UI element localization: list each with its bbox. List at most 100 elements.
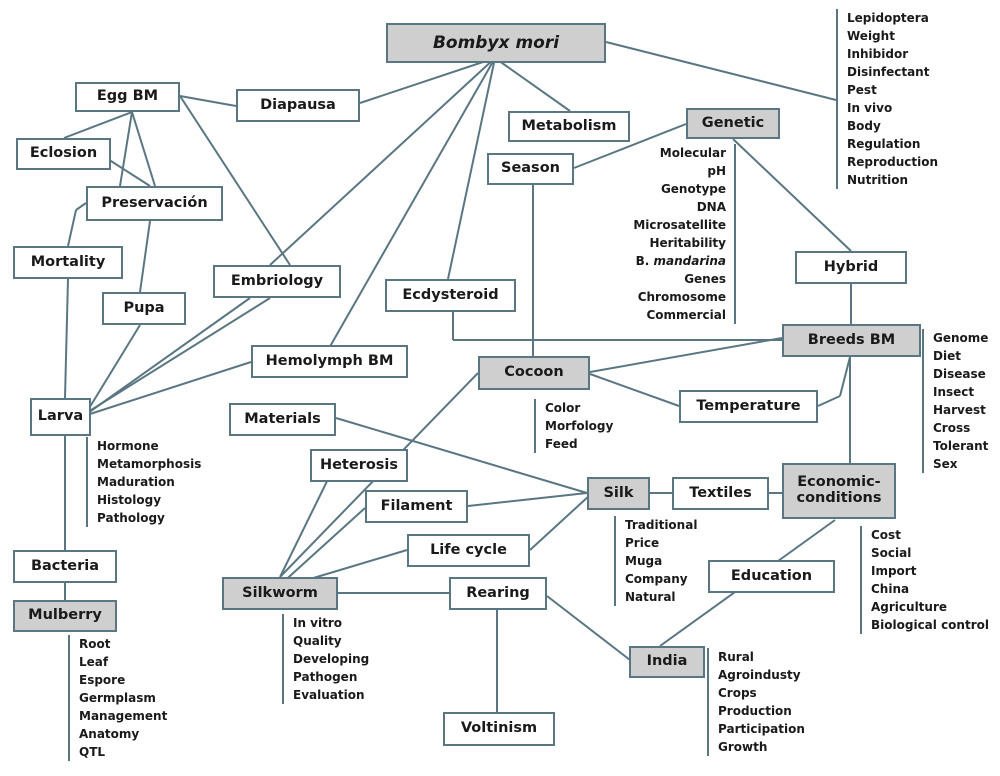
list-term: Molecular bbox=[659, 146, 726, 160]
node-silk: Silk bbox=[587, 477, 650, 510]
list-term: Growth bbox=[718, 740, 768, 754]
connector-line bbox=[839, 356, 851, 397]
list-term: Genes bbox=[684, 272, 726, 286]
list-term: Participation bbox=[718, 722, 805, 736]
node-mulberry: Mulberry bbox=[13, 600, 117, 632]
list-term: Import bbox=[871, 564, 917, 578]
node-india: India bbox=[629, 646, 705, 678]
connector-line bbox=[87, 297, 271, 413]
list-term: Anatomy bbox=[79, 727, 140, 741]
node-economic-line1: Economic- bbox=[797, 474, 881, 491]
connector-line bbox=[87, 297, 251, 414]
list-term: Muga bbox=[625, 554, 663, 568]
node-pupa: Pupa bbox=[102, 292, 186, 325]
connector-line bbox=[279, 464, 336, 578]
list-term: Developing bbox=[293, 652, 370, 666]
list-term: Pest bbox=[847, 83, 877, 97]
list-term: Inhibidor bbox=[847, 47, 909, 61]
connector-line bbox=[179, 95, 237, 107]
list-term: Management bbox=[79, 709, 168, 723]
connector-line bbox=[279, 507, 366, 586]
connector-line bbox=[817, 395, 841, 407]
list-term: Espore bbox=[79, 673, 126, 687]
connector-line bbox=[335, 417, 588, 494]
list-term: Germplasm bbox=[79, 691, 156, 705]
node-voltinism: Voltinism bbox=[443, 712, 555, 746]
list-term: Cross bbox=[933, 421, 971, 435]
list-term: Pathology bbox=[97, 511, 165, 525]
node-eclosion: Eclosion bbox=[16, 138, 111, 170]
list-term: B. mandarina bbox=[635, 254, 726, 268]
list-term: Agroindusty bbox=[718, 668, 801, 682]
node-preservacion: Preservación bbox=[86, 186, 223, 221]
list-term: Body bbox=[847, 119, 881, 133]
connector-line bbox=[605, 41, 837, 101]
connector-line bbox=[467, 492, 588, 507]
list-term: Rural bbox=[718, 650, 754, 664]
list-term: Agriculture bbox=[871, 600, 948, 614]
node-larva: Larva bbox=[30, 398, 91, 436]
list-term: Disease bbox=[933, 367, 986, 381]
list-term: Insect bbox=[933, 385, 975, 399]
connector-line bbox=[87, 324, 141, 411]
list-term: Regulation bbox=[847, 137, 921, 151]
node-ecdysteroid: Ecdysteroid bbox=[385, 279, 516, 312]
connector-line bbox=[494, 57, 571, 112]
list-term: QTL bbox=[79, 745, 106, 759]
connector-line bbox=[179, 95, 291, 266]
list-term: Leaf bbox=[79, 655, 109, 669]
list-term: In vivo bbox=[847, 101, 893, 115]
list-term: Metamorphosis bbox=[97, 457, 202, 471]
list-term: Cost bbox=[871, 528, 901, 542]
node-mortality: Mortality bbox=[13, 246, 123, 279]
node-economic-conditions: Economic- conditions bbox=[782, 463, 896, 519]
node-filament: Filament bbox=[365, 490, 468, 523]
connector-line bbox=[546, 595, 631, 661]
connector-line bbox=[589, 373, 680, 407]
list-term: Microsatellite bbox=[633, 218, 726, 232]
list-term: Production bbox=[718, 704, 792, 718]
connector-line bbox=[131, 111, 156, 187]
node-rearing: Rearing bbox=[449, 577, 547, 610]
node-education: Education bbox=[708, 560, 835, 593]
list-term: Weight bbox=[847, 29, 895, 43]
list-term: Nutrition bbox=[847, 173, 908, 187]
node-metabolism: Metabolism bbox=[508, 111, 630, 142]
node-cocoon: Cocoon bbox=[478, 356, 590, 390]
list-term: Pathogen bbox=[293, 670, 358, 684]
connector-line bbox=[269, 57, 496, 266]
list-term: Tolerant bbox=[933, 439, 989, 453]
list-term: China bbox=[871, 582, 910, 596]
connector-line bbox=[327, 57, 496, 351]
connector-line bbox=[447, 57, 496, 280]
list-term: Social bbox=[871, 546, 912, 560]
list-term: Commercial bbox=[646, 308, 726, 322]
list-term: Evaluation bbox=[293, 688, 365, 702]
connector-line bbox=[89, 361, 252, 415]
list-term: Reproduction bbox=[847, 155, 939, 169]
connector-line bbox=[732, 138, 852, 252]
connector-line bbox=[67, 209, 77, 247]
node-hemolymph-bm: Hemolymph BM bbox=[251, 345, 408, 378]
connector-line bbox=[119, 111, 133, 187]
list-term: Quality bbox=[293, 634, 342, 648]
node-genetic: Genetic bbox=[686, 108, 780, 139]
node-life-cycle: Life cycle bbox=[407, 534, 530, 567]
list-term: Chromosome bbox=[637, 290, 726, 304]
connector-line bbox=[63, 111, 133, 139]
list-term: Company bbox=[625, 572, 688, 586]
list-term: Feed bbox=[545, 437, 578, 451]
list-term: Genotype bbox=[660, 182, 726, 196]
list-term: Root bbox=[79, 637, 111, 651]
connector-line bbox=[64, 278, 69, 399]
node-season: Season bbox=[487, 153, 574, 185]
connector-line bbox=[139, 220, 151, 293]
